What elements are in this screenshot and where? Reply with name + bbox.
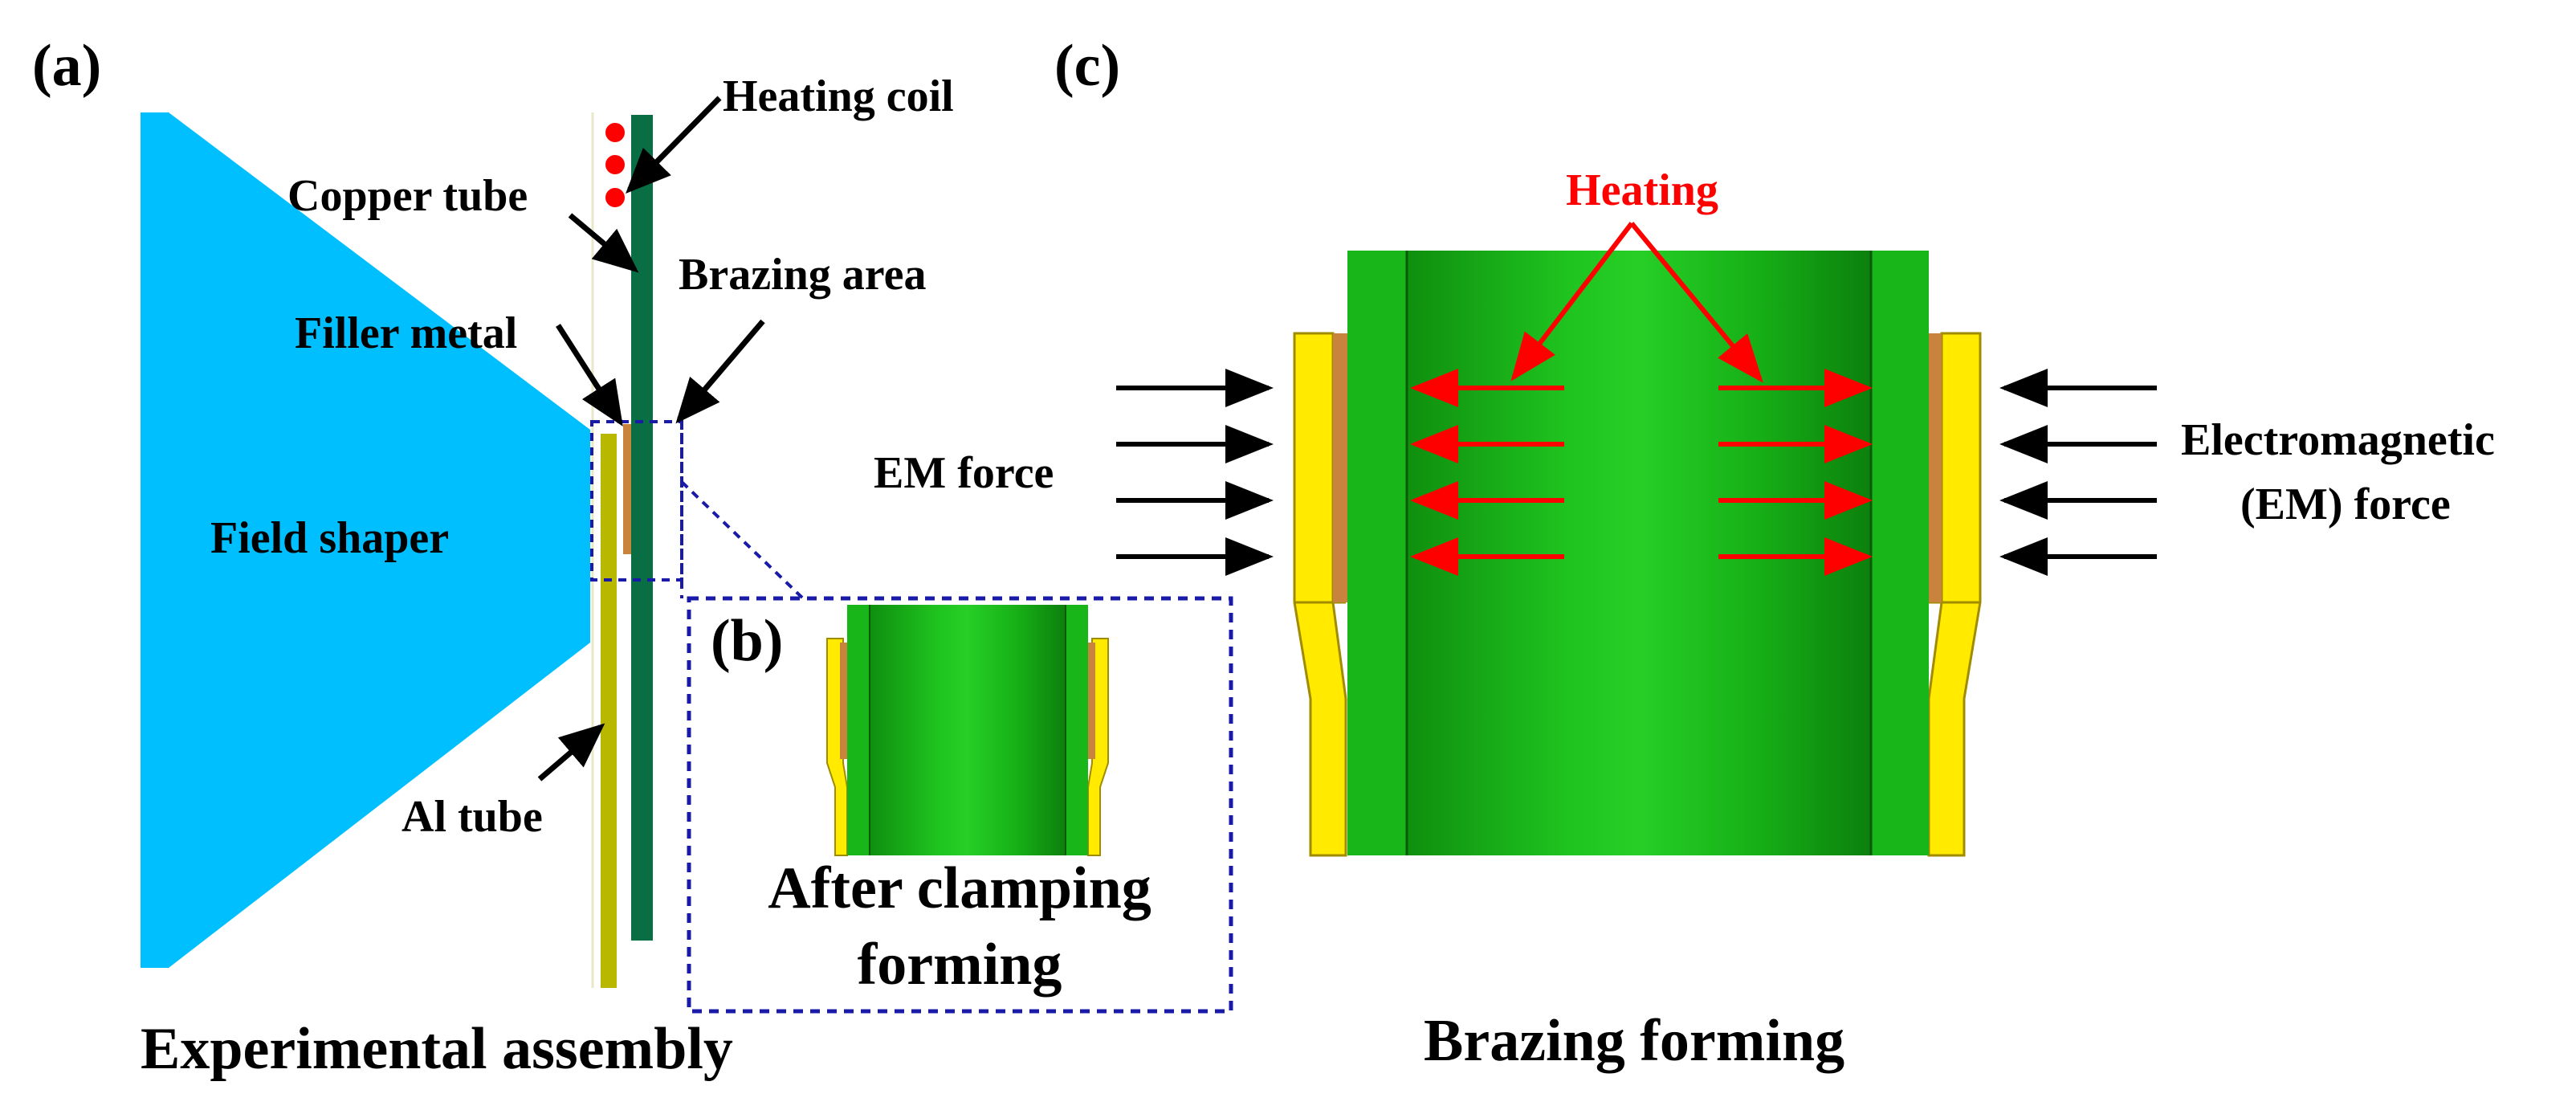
filler-metal xyxy=(623,424,634,554)
panel-b: (b) After clamping forming xyxy=(687,596,1233,1014)
heating-label: Heating xyxy=(1566,165,1718,215)
red-arrow-icon xyxy=(1510,222,1634,382)
panel-b-caption-line1: After clamping xyxy=(768,855,1151,921)
mini-filler-right xyxy=(1087,643,1095,759)
coil-dot-icon xyxy=(605,123,625,142)
panel-a-caption: Experimental assembly xyxy=(141,1016,733,1082)
field-shaper xyxy=(141,112,590,968)
al-tube-label: Al tube xyxy=(401,792,543,842)
panel-b-tag: (b) xyxy=(711,608,783,674)
copper-tube xyxy=(631,115,653,941)
em-force-arrows xyxy=(1116,369,2157,576)
coil-dot-icon xyxy=(605,155,625,174)
copper-tube-label: Copper tube xyxy=(287,171,528,221)
black-arrow-icon xyxy=(568,213,639,273)
electromagnetic-label-line1: Electromagnetic xyxy=(2181,415,2495,465)
inset-b-box xyxy=(687,596,1233,1014)
filler-metal-label: Filler metal xyxy=(295,308,517,358)
heating-coil-label: Heating coil xyxy=(723,71,954,121)
black-arrow-icon xyxy=(626,96,722,194)
mini-green-inner xyxy=(870,605,1066,855)
heating-arrows xyxy=(1410,369,1873,576)
coil-dot-icon xyxy=(605,188,625,207)
brazing-area-label: Brazing area xyxy=(679,250,926,300)
red-arrow-icon xyxy=(1629,222,1763,383)
em-force-label: EM force xyxy=(874,448,1054,498)
zoom-line xyxy=(680,480,805,600)
field-shaper-label: Field shaper xyxy=(210,513,449,563)
panel-a: (a) Field shaper Heating coil Copper tub… xyxy=(32,33,954,1082)
panel-c-tag: (c) xyxy=(1054,33,1120,99)
brazing-area-box xyxy=(590,420,683,582)
al-tube xyxy=(601,434,617,988)
green-tube-inner xyxy=(1407,251,1871,855)
black-arrow-icon xyxy=(675,319,765,424)
black-arrow-icon xyxy=(556,324,623,426)
electromagnetic-label-line2: (EM) force xyxy=(2240,480,2451,529)
filler-right xyxy=(1927,333,1942,602)
filler-left xyxy=(1333,333,1347,602)
panel-b-caption-line2: forming xyxy=(858,932,1062,998)
panel-c: (c) Heating xyxy=(874,33,2495,1074)
panel-a-tag: (a) xyxy=(32,33,101,99)
mini-filler-left xyxy=(840,643,848,759)
black-arrow-icon xyxy=(537,723,605,782)
panel-c-caption: Brazing forming xyxy=(1424,1008,1844,1074)
